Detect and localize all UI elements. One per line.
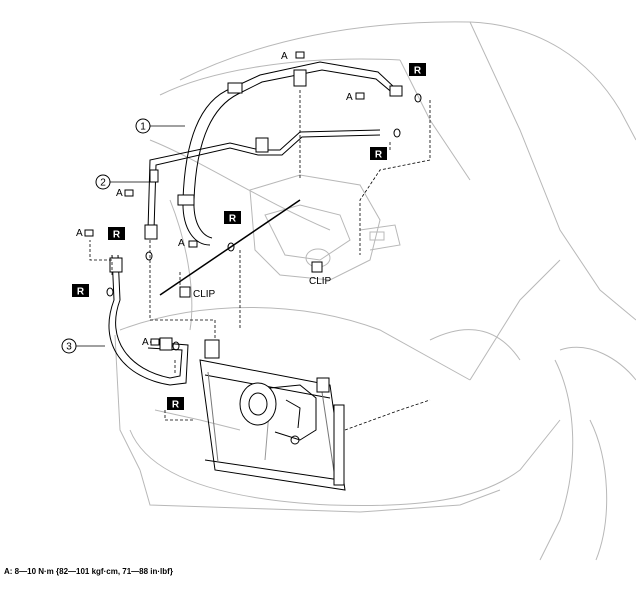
callout-1: 1 <box>135 118 185 134</box>
label-a-6: A <box>142 337 149 348</box>
label-a-1: A <box>281 51 288 62</box>
callout-2: 2 <box>95 174 150 190</box>
callout-2-number: 2 <box>100 178 106 189</box>
badge-r-2-label: R <box>375 150 383 161</box>
badge-r-3-label: R <box>229 214 237 225</box>
leader-lines <box>89 90 431 431</box>
o-rings <box>106 93 422 351</box>
badge-r-1: R <box>409 63 426 77</box>
callout-1-number: 1 <box>140 122 146 133</box>
callout-3-number: 3 <box>66 342 72 353</box>
badge-r-5-label: R <box>77 287 85 298</box>
badge-r-1-label: R <box>414 66 422 77</box>
badge-r-4: R <box>108 227 125 241</box>
hose-3 <box>108 254 189 386</box>
callout-3: 3 <box>61 338 105 354</box>
hose-1 <box>177 61 403 246</box>
torque-spec-note: A: 8—10 N·m {82—101 kgf·cm, 71—88 in·lbf… <box>4 567 173 576</box>
compressor <box>239 382 317 445</box>
label-a-3: A <box>116 188 123 199</box>
badge-r-6: R <box>167 397 184 411</box>
badge-r-6-label: R <box>172 400 180 411</box>
label-clip-2: CLIP <box>309 276 332 287</box>
harness-line <box>159 199 301 296</box>
label-a-4: A <box>178 238 185 249</box>
badge-r-3: R <box>224 211 241 225</box>
hose-2 <box>144 129 381 240</box>
badge-r-4-label: R <box>113 230 121 241</box>
badge-r-2: R <box>370 147 387 161</box>
label-a-5: A <box>76 228 83 239</box>
clip-icons <box>179 261 323 298</box>
label-a-2: A <box>346 92 353 103</box>
label-clip-1: CLIP <box>193 289 216 300</box>
bolts <box>84 51 365 346</box>
badge-r-5: R <box>72 284 89 298</box>
